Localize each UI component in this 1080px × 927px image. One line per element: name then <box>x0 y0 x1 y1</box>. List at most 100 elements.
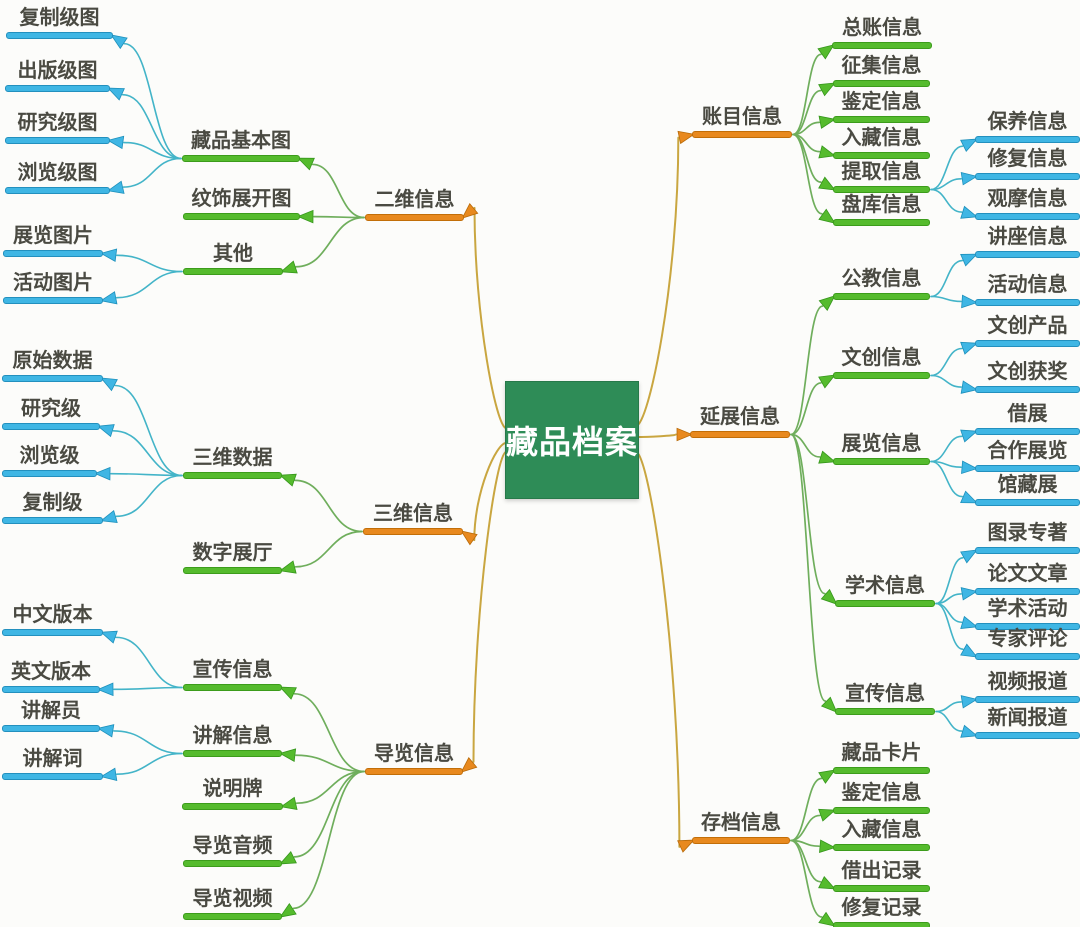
node-pattern-unfolded[interactable]: 纹饰展开图 <box>183 186 300 220</box>
node-explain-script[interactable]: 讲解词 <box>2 746 103 780</box>
node-news-reports[interactable]: 新闻报道 <box>975 705 1080 739</box>
node-label: 公教信息 <box>841 268 922 290</box>
node-cc-products[interactable]: 文创产品 <box>975 313 1080 347</box>
node-promo-info-right[interactable]: 宣传信息 <box>835 681 935 715</box>
node-label: 鉴定信息 <box>841 91 922 113</box>
node-other[interactable]: 其他 <box>183 241 283 275</box>
node-copy-level-img[interactable]: 复制级图 <box>6 5 113 39</box>
node-repair-records[interactable]: 修复记录 <box>833 895 930 927</box>
connector-line <box>113 686 183 691</box>
node-underline <box>182 155 300 162</box>
connector-line <box>790 433 827 702</box>
node-lecture-info[interactable]: 讲座信息 <box>975 224 1080 258</box>
arrowhead <box>93 466 111 481</box>
node-loan-exhibition[interactable]: 借展 <box>975 401 1080 435</box>
node-underline <box>835 600 935 607</box>
node-label: 复制级图 <box>19 7 100 29</box>
node-repair-info[interactable]: 修复信息 <box>975 146 1080 180</box>
arrowhead <box>677 839 695 853</box>
node-basic-images[interactable]: 藏品基本图 <box>182 128 300 162</box>
node-underline <box>692 131 792 138</box>
node-public-edu-info[interactable]: 公教信息 <box>833 266 930 300</box>
node-cultural-creative-info[interactable]: 文创信息 <box>833 345 930 379</box>
node-browse-level-img[interactable]: 浏览级图 <box>5 160 110 194</box>
node-inventory-info[interactable]: 盘库信息 <box>833 192 930 226</box>
node-3d-data[interactable]: 三维数据 <box>183 445 282 479</box>
node-underline <box>975 653 1080 660</box>
node-exhibition-info[interactable]: 展览信息 <box>833 431 930 465</box>
node-appraisal-info-1[interactable]: 鉴定信息 <box>833 89 930 123</box>
node-label: 说明牌 <box>202 778 263 800</box>
connector-line <box>114 384 183 477</box>
node-accession-info-2[interactable]: 入藏信息 <box>833 817 930 851</box>
node-underline <box>833 807 930 814</box>
node-catalog-books[interactable]: 图录专著 <box>975 520 1080 554</box>
node-joint-exhibition[interactable]: 合作展览 <box>975 438 1080 472</box>
node-raw-data[interactable]: 原始数据 <box>2 348 103 382</box>
node-activity-info[interactable]: 活动信息 <box>975 272 1080 306</box>
node-info-plate[interactable]: 说明牌 <box>182 776 283 810</box>
node-explain-info[interactable]: 讲解信息 <box>183 723 282 757</box>
connector-line <box>293 770 365 858</box>
connector-line <box>790 382 822 436</box>
node-museum-exhibition[interactable]: 馆藏展 <box>975 472 1080 506</box>
connector-line <box>473 442 507 542</box>
node-2d-info[interactable]: 二维信息 <box>365 187 464 221</box>
node-account-info[interactable]: 账目信息 <box>692 104 792 138</box>
node-underline <box>833 767 930 774</box>
node-promo-info-left[interactable]: 宣传信息 <box>183 657 282 691</box>
node-ledger-info[interactable]: 总账信息 <box>832 15 932 49</box>
node-label: 延展信息 <box>700 406 780 428</box>
connector-line <box>930 145 964 191</box>
arrowhead <box>96 724 115 738</box>
central-topic[interactable]: 藏品档案 <box>505 381 639 499</box>
node-underline <box>975 547 1080 554</box>
node-docent[interactable]: 讲解员 <box>2 698 100 732</box>
connector-line <box>295 754 365 773</box>
node-label: 修复记录 <box>841 897 922 919</box>
node-label: 盘库信息 <box>841 194 922 216</box>
node-exhibition-photos[interactable]: 展览图片 <box>3 223 103 257</box>
node-guide-video[interactable]: 导览视频 <box>183 886 282 920</box>
node-solicit-info[interactable]: 征集信息 <box>833 53 930 87</box>
node-english-version[interactable]: 英文版本 <box>2 659 100 693</box>
node-retrieval-info[interactable]: 提取信息 <box>833 159 930 193</box>
node-loan-records[interactable]: 借出记录 <box>833 858 930 892</box>
node-extension-info[interactable]: 延展信息 <box>690 404 790 438</box>
node-browse-level[interactable]: 浏览级 <box>2 443 97 477</box>
node-expert-reviews[interactable]: 专家评论 <box>975 626 1080 660</box>
node-copy-level[interactable]: 复制级 <box>2 490 103 524</box>
node-label: 讲座信息 <box>987 226 1068 248</box>
node-publish-level-img[interactable]: 出版级图 <box>5 58 110 92</box>
node-papers-articles[interactable]: 论文文章 <box>975 561 1080 595</box>
node-underline <box>833 885 930 892</box>
node-appraisal-info-2[interactable]: 鉴定信息 <box>833 780 930 814</box>
node-label: 活动图片 <box>13 272 93 294</box>
node-accession-info-1[interactable]: 入藏信息 <box>833 125 930 159</box>
node-chinese-version[interactable]: 中文版本 <box>2 602 103 636</box>
node-label: 学术活动 <box>987 598 1068 620</box>
arrowhead <box>280 260 298 274</box>
node-guide-audio[interactable]: 导览音频 <box>183 833 282 867</box>
node-academic-info[interactable]: 学术信息 <box>835 573 935 607</box>
node-label: 研究级图 <box>17 112 98 134</box>
node-digital-hall[interactable]: 数字展厅 <box>183 540 282 574</box>
node-video-reports[interactable]: 视频报道 <box>975 669 1080 703</box>
node-guide-info[interactable]: 导览信息 <box>365 741 463 775</box>
arrowhead <box>676 427 694 442</box>
node-collection-card[interactable]: 藏品卡片 <box>833 740 930 774</box>
arrowhead <box>818 295 836 311</box>
node-research-level[interactable]: 研究级 <box>2 396 100 430</box>
arrowhead <box>818 875 836 890</box>
node-activity-photos[interactable]: 活动图片 <box>3 270 103 304</box>
connector-line <box>935 557 964 605</box>
node-academic-activities[interactable]: 学术活动 <box>975 596 1080 630</box>
node-research-level-img[interactable]: 研究级图 <box>5 110 110 144</box>
node-viewing-info[interactable]: 观摩信息 <box>975 186 1080 220</box>
node-3d-info[interactable]: 三维信息 <box>363 501 463 535</box>
node-label: 展览信息 <box>841 433 922 455</box>
node-maintain-info[interactable]: 保养信息 <box>975 109 1080 143</box>
node-cc-awards[interactable]: 文创获奖 <box>975 359 1080 393</box>
node-archive-info[interactable]: 存档信息 <box>692 810 790 844</box>
node-underline <box>183 750 282 757</box>
